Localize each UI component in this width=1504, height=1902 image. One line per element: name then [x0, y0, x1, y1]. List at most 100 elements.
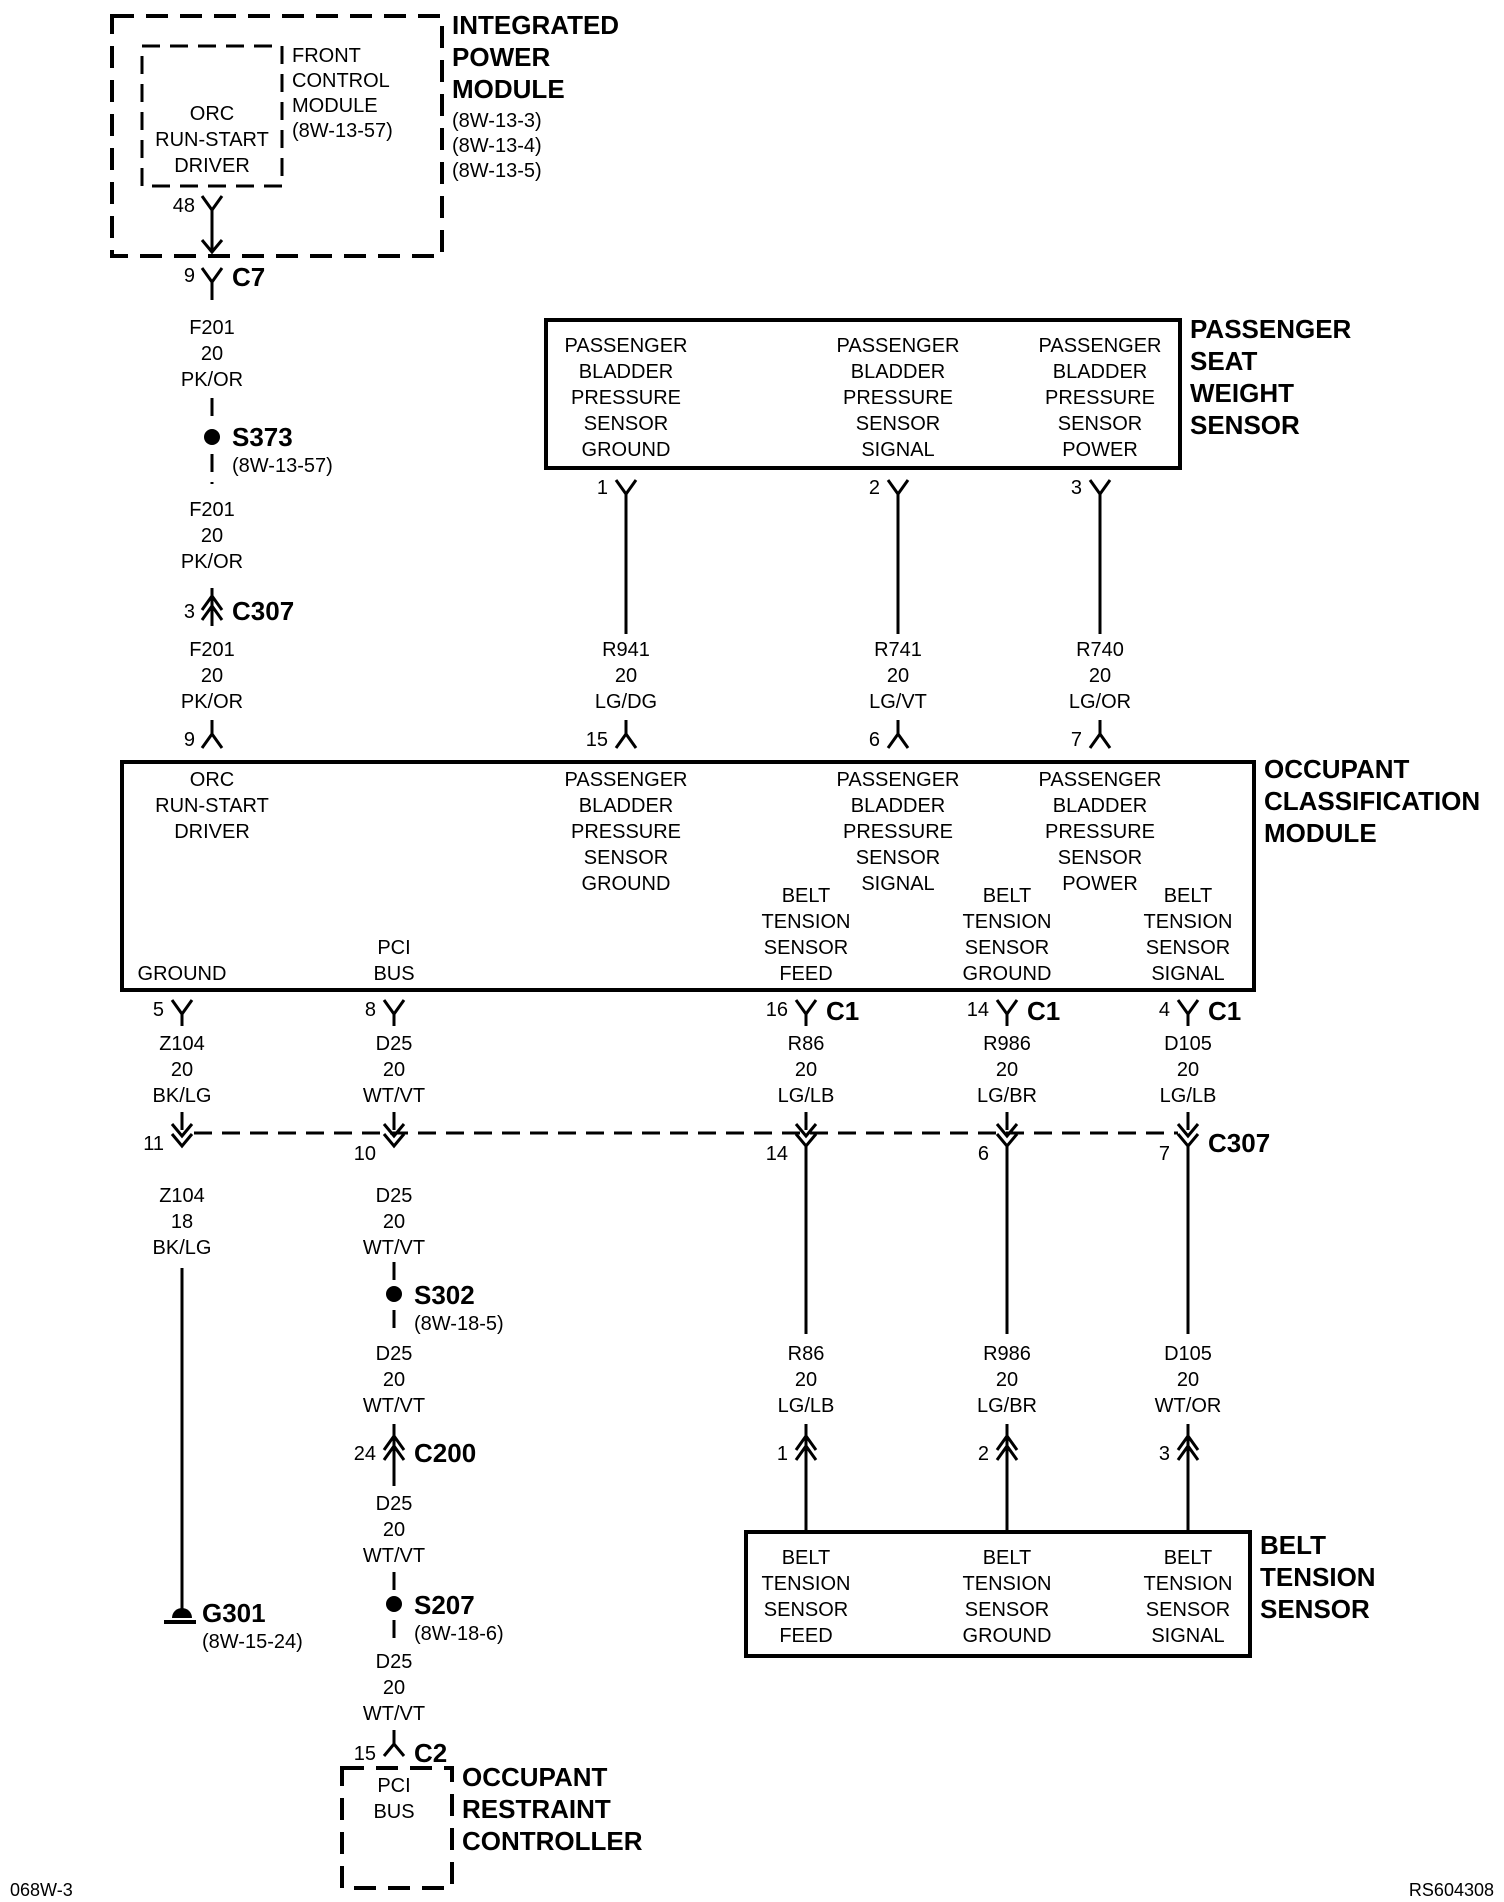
wire-d25-e-gauge: 20 [383, 1677, 405, 1699]
wire-r941-color: LG/DG [595, 691, 657, 713]
psws-ground-2: BLADDER [579, 361, 673, 383]
ocm-bts-signal-1: BELT [1164, 885, 1213, 907]
s207-ref: (8W-18-6) [414, 1623, 504, 1645]
c307-bottom-name: C307 [1208, 1128, 1270, 1158]
ipm-pin-48: 48 [173, 195, 195, 217]
c307-top-connector: 3 C307 [184, 588, 294, 626]
psws-ground-1: PASSENGER [565, 335, 688, 357]
ocm-pin-15: 15 [586, 729, 608, 751]
ocm-pbps-signal-1: PASSENGER [837, 769, 960, 791]
ocm-title-2: CLASSIFICATION [1264, 786, 1480, 816]
wire-r86-a-color: LG/LB [778, 1085, 835, 1107]
ground-g301: G301 (8W-15-24) [164, 1598, 303, 1653]
s207-name: S207 [414, 1590, 475, 1620]
ocm-pbps-power-2: BLADDER [1053, 795, 1147, 817]
ocm-pbps-signal-5: SIGNAL [861, 873, 934, 895]
wire-r86-a-gauge: 20 [795, 1059, 817, 1081]
bts-title-2: TENSION [1260, 1562, 1376, 1592]
ocm-orc-3: DRIVER [174, 821, 250, 843]
wire-r986-b-color: LG/BR [977, 1395, 1037, 1417]
wire-d25-a-id: D25 [376, 1033, 413, 1055]
ocm-bottom-pins: 5 8 16 C1 14 C1 4 C1 [153, 996, 1241, 1026]
bts-feed-4: FEED [779, 1625, 832, 1647]
bts-pin-2: 2 [978, 1443, 989, 1465]
fcm-label-3: MODULE [292, 95, 378, 117]
orc-inner-1: PCI [377, 1775, 410, 1797]
wire-d25-e-color: WT/VT [363, 1703, 425, 1725]
c200-name: C200 [414, 1438, 476, 1468]
ipm-title-1: INTEGRATED [452, 10, 619, 40]
ocm-bts-ground-1: BELT [983, 885, 1032, 907]
c307-bottom-connector: 11 10 14 6 7 C307 [143, 1112, 1270, 1165]
bts-pins: 1 2 3 [777, 1424, 1200, 1532]
ipm-title-2: POWER [452, 42, 550, 72]
occupant-classification-module: OCCUPANT CLASSIFICATION MODULE ORC RUN-S… [120, 754, 1480, 992]
ocm-pbps-power-4: SENSOR [1058, 847, 1142, 869]
wire-r741-color: LG/VT [869, 691, 927, 713]
ocm-pin-6: 6 [869, 729, 880, 751]
ocm-pin-9-terminal [200, 731, 224, 749]
ocm-bts-feed-4: FEED [779, 963, 832, 985]
wire-r740-color: LG/OR [1069, 691, 1131, 713]
c7-connector: 9 C7 [184, 262, 265, 300]
wire-r741-id: R741 [874, 639, 922, 661]
c307-top-name: C307 [232, 596, 294, 626]
bts-pin-3: 3 [1159, 1443, 1170, 1465]
c307-pin-11: 11 [143, 1133, 164, 1155]
psws-signal-1: PASSENGER [837, 335, 960, 357]
ipm-ref-1: (8W-13-3) [452, 110, 542, 132]
psws-signal-5: SIGNAL [861, 439, 934, 461]
psws-power-1: PASSENGER [1039, 335, 1162, 357]
ocm-bts-signal-2: TENSION [1144, 911, 1233, 933]
bts-ground-2: TENSION [963, 1573, 1052, 1595]
ocm-bts-feed-3: SENSOR [764, 937, 848, 959]
wire-r986-a-gauge: 20 [996, 1059, 1018, 1081]
s302-name: S302 [414, 1280, 475, 1310]
ocm-pbps-signal-2: BLADDER [851, 795, 945, 817]
psws-power-2: BLADDER [1053, 361, 1147, 383]
psws-title-1: PASSENGER [1190, 314, 1352, 344]
ocm-ground-label: GROUND [138, 963, 227, 985]
wire-d105-a-id: D105 [1164, 1033, 1212, 1055]
wire-r86-a-id: R86 [788, 1033, 825, 1055]
wire-f201-b-gauge: 20 [201, 525, 223, 547]
psws-pins: 1 2 3 [597, 477, 1112, 499]
wire-d25-d-gauge: 20 [383, 1519, 405, 1541]
ocm-bts-signal-3: SENSOR [1146, 937, 1230, 959]
psws-signal-4: SENSOR [856, 413, 940, 435]
ocm-pbps-signal-3: PRESSURE [843, 821, 953, 843]
ocm-pin-4: 4 [1159, 999, 1170, 1021]
wire-r86-b-id: R86 [788, 1343, 825, 1365]
ocm-orc-2: RUN-START [155, 795, 269, 817]
wire-d25-c-id: D25 [376, 1343, 413, 1365]
psws-pin-3: 3 [1071, 477, 1082, 499]
wire-d105-b-color: WT/OR [1155, 1395, 1222, 1417]
footer-right-code: RS604308 [1409, 1880, 1494, 1900]
s302-ref: (8W-18-5) [414, 1313, 504, 1335]
ocm-orc-1: ORC [190, 769, 234, 791]
wire-r86-b-gauge: 20 [795, 1369, 817, 1391]
wire-z104-a-id: Z104 [159, 1033, 205, 1055]
ocm-pci-1: PCI [377, 937, 410, 959]
psws-ground-4: SENSOR [584, 413, 668, 435]
ocm-pci-2: BUS [373, 963, 414, 985]
c307-top-pin: 3 [184, 601, 195, 623]
ocm-bts-signal-4: SIGNAL [1151, 963, 1224, 985]
wire-d105-a-gauge: 20 [1177, 1059, 1199, 1081]
ocm-pin-14: 14 [967, 999, 989, 1021]
bts-title-1: BELT [1260, 1530, 1326, 1560]
ipm-driver-label-1: ORC [190, 103, 234, 125]
psws-ground-5: GROUND [582, 439, 671, 461]
wire-d25-b-id: D25 [376, 1185, 413, 1207]
psws-signal-2: BLADDER [851, 361, 945, 383]
c200-connector: 24 C200 [354, 1424, 476, 1486]
orc-inner-2: BUS [373, 1801, 414, 1823]
splice-s302: S302 (8W-18-5) [386, 1280, 504, 1335]
wire-r741-gauge: 20 [887, 665, 909, 687]
wire-d25-c-gauge: 20 [383, 1369, 405, 1391]
wire-d105-b-gauge: 20 [1177, 1369, 1199, 1391]
psws-power-3: PRESSURE [1045, 387, 1155, 409]
bts-signal-2: TENSION [1144, 1573, 1233, 1595]
ipm-ref-2: (8W-13-4) [452, 135, 542, 157]
ocm-title-1: OCCUPANT [1264, 754, 1410, 784]
